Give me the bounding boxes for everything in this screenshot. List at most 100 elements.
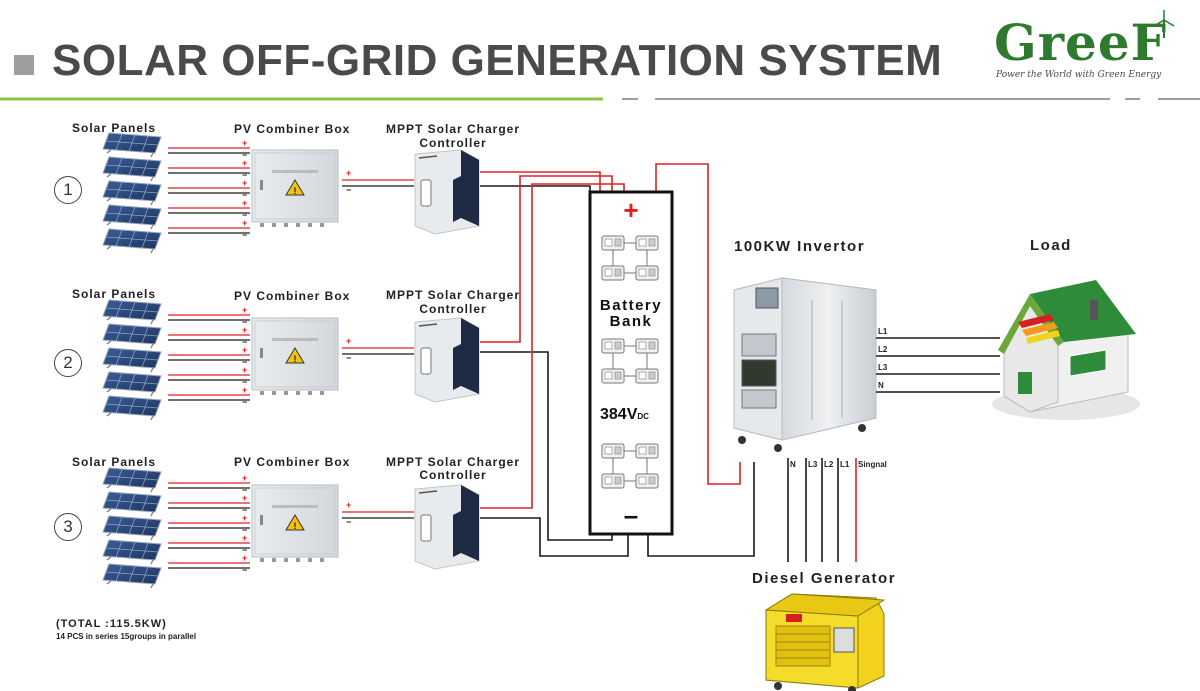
battery-cell-icon: [635, 338, 659, 354]
row-number-badge: 1: [54, 176, 82, 204]
battery-cell-icon: [601, 473, 625, 489]
battery-cell-icon: [601, 443, 625, 459]
svg-text:−: −: [242, 565, 247, 575]
svg-text:+: +: [242, 473, 247, 483]
battery-positive-sign: +: [623, 195, 639, 225]
battery-voltage-value: 384V: [600, 406, 638, 423]
svg-text:+: +: [242, 533, 247, 543]
title-square-icon: [14, 55, 34, 75]
controller-battery-wiring: [480, 163, 755, 557]
solar-panel-icon: [102, 180, 162, 206]
page-title: SOLAR OFF-GRID GENERATION SYSTEM: [52, 36, 943, 85]
svg-text:+: +: [242, 325, 247, 335]
battery-cell-icon: [601, 338, 625, 354]
battery-cell-icon: [601, 368, 625, 384]
row-2-group: +− +− +− +− +− + −: [102, 299, 480, 421]
svg-text:−: −: [346, 353, 351, 363]
svg-text:+: +: [242, 385, 247, 395]
svg-text:+: +: [242, 198, 247, 208]
inverter-label: 100KW Invertor: [734, 238, 866, 255]
logo-tagline: Power the World with Green Energy: [996, 70, 1162, 80]
svg-text:+: +: [242, 305, 247, 315]
controller-label-2: Controller: [419, 302, 487, 316]
logo-word: GreeF: [994, 13, 1168, 72]
svg-text:+: +: [242, 365, 247, 375]
battery-label: Battery: [599, 297, 663, 314]
solar-panel-icon: [102, 132, 162, 158]
diesel-generator-icon: [764, 593, 886, 691]
svg-text:−: −: [242, 190, 247, 200]
row-number-badge: 3: [54, 513, 82, 541]
pv-combiner-box-icon: [251, 484, 339, 563]
svg-text:+: +: [242, 138, 247, 148]
solar-panel-icon: [102, 156, 162, 182]
combiner-box-label: PV Combiner Box: [234, 289, 351, 303]
controller-label-2: Controller: [419, 468, 487, 482]
svg-text:−: −: [242, 337, 247, 347]
total-power-label: (TOTAL :115.5KW): [56, 618, 167, 630]
battery-negative-sign: –: [623, 500, 639, 530]
generator-terminal-label: N: [790, 460, 796, 469]
controller-label: MPPT Solar Charger: [386, 122, 521, 136]
generator-terminal-label: Singnal: [858, 460, 887, 469]
solar-panel-icon: [102, 299, 162, 325]
load-line-label: L3: [878, 363, 888, 372]
battery-voltage-sub: DC: [637, 412, 649, 421]
battery-bank-group: [588, 190, 674, 536]
solar-panel-icon: [102, 539, 162, 565]
svg-text:−: −: [346, 517, 351, 527]
combiner-box-label: PV Combiner Box: [234, 455, 351, 469]
solar-panel-icon: [102, 515, 162, 541]
svg-text:+: +: [242, 553, 247, 563]
svg-text:−: −: [242, 397, 247, 407]
row-number-badge: 2: [54, 349, 82, 377]
svg-text:+: +: [346, 500, 351, 510]
solar-panel-icon: [102, 563, 162, 589]
house-icon: [992, 280, 1140, 420]
svg-text:+: +: [242, 178, 247, 188]
svg-text:−: −: [242, 505, 247, 515]
svg-text:−: −: [242, 377, 247, 387]
row-1-group: +− +− +− +− +− + −: [102, 132, 480, 254]
generator-terminal-label: L3: [808, 460, 818, 469]
battery-cell-icon: [635, 235, 659, 251]
battery-label-2: Bank: [609, 313, 653, 330]
svg-text:−: −: [242, 545, 247, 555]
battery-cell-icon: [601, 265, 625, 281]
battery-voltage: 384VDC: [600, 406, 670, 424]
svg-text:+: +: [242, 218, 247, 228]
load-line-label: L1: [878, 327, 888, 336]
solar-panels-label: Solar Panels: [72, 455, 157, 469]
svg-text:−: −: [242, 210, 247, 220]
solar-panel-icon: [102, 347, 162, 373]
svg-text:+: +: [242, 513, 247, 523]
header-divider: [0, 97, 1200, 101]
svg-text:−: −: [242, 317, 247, 327]
wind-turbine-icon: [1153, 10, 1175, 38]
battery-cell-icon: [635, 368, 659, 384]
battery-cell-icon: [601, 235, 625, 251]
solar-panel-icon: [102, 371, 162, 397]
solar-panel-icon: [102, 395, 162, 421]
combiner-box-label: PV Combiner Box: [234, 122, 351, 136]
solar-panel-icon: [102, 228, 162, 254]
svg-text:−: −: [242, 357, 247, 367]
mppt-controller-icon: [414, 484, 480, 570]
generator-terminal-label: L1: [840, 460, 850, 469]
load-line-label: L2: [878, 345, 888, 354]
greef-logo: GreeF Power the World with Green Energy: [992, 10, 1188, 80]
battery-cell-icon: [635, 265, 659, 281]
solar-panel-icon: [102, 491, 162, 517]
load-line-label: N: [878, 381, 884, 390]
diesel-generator-label: Diesel Generator: [752, 570, 897, 587]
pv-combiner-box-icon: [251, 317, 339, 396]
battery-cell-icon: [635, 473, 659, 489]
svg-text:−: −: [242, 170, 247, 180]
battery-cell-icon: [635, 443, 659, 459]
load-wiring: [876, 337, 1000, 393]
svg-text:−: −: [242, 230, 247, 240]
controller-label-2: Controller: [419, 136, 487, 150]
generator-terminal-label: L2: [824, 460, 834, 469]
load-label: Load: [1030, 237, 1072, 254]
